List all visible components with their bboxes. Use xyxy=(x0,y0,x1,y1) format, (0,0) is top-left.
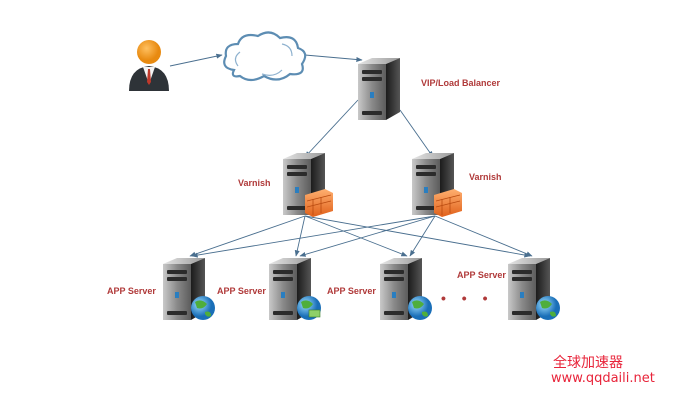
app-server-node-2[interactable] xyxy=(269,258,321,320)
watermark-title: 全球加速器 xyxy=(553,355,623,371)
firewall-icon xyxy=(434,189,462,217)
varnish-node-2[interactable] xyxy=(412,153,462,217)
app-server-node-1[interactable] xyxy=(163,258,215,320)
globe-icon xyxy=(408,296,432,320)
edge-varnish1-app3 xyxy=(304,215,408,257)
globe-icon xyxy=(297,296,321,320)
edge-lb-varnish1 xyxy=(304,99,359,158)
app-server-label-2: APP Server xyxy=(217,286,266,296)
edge-varnish2-app2 xyxy=(299,215,436,257)
app-server-label-3: APP Server xyxy=(327,286,376,296)
watermark-url: www.qqdaili.net xyxy=(551,371,655,386)
firewall-icon xyxy=(305,189,333,217)
ellipsis-more-servers: • • • xyxy=(441,290,494,306)
globe-icon xyxy=(191,296,215,320)
edges xyxy=(169,53,533,258)
load-balancer-label: VIP/Load Balancer xyxy=(421,78,501,88)
load-balancer-node[interactable] xyxy=(358,58,400,120)
edge-varnish1-app1 xyxy=(189,215,306,257)
edge-internet-lb xyxy=(304,54,363,63)
varnish-node-1[interactable] xyxy=(283,153,333,217)
edge-lb-varnish2 xyxy=(399,109,434,158)
edge-varnish2-app4 xyxy=(434,215,533,257)
user-icon xyxy=(129,40,169,91)
edge-varnish1-app2 xyxy=(294,215,306,257)
edge-user-internet xyxy=(169,53,223,67)
edge-varnish2-app1 xyxy=(191,215,436,258)
varnish-label-1: Varnish xyxy=(238,178,271,188)
cloud-icon xyxy=(223,31,307,82)
server-icon xyxy=(358,58,400,120)
edge-varnish1-app4 xyxy=(304,215,531,258)
app-server-node-3[interactable] xyxy=(380,258,432,320)
varnish-label-2: Varnish xyxy=(469,172,502,182)
app-server-label-4: APP Server xyxy=(457,270,506,280)
globe-icon xyxy=(536,296,560,320)
edge-varnish2-app3 xyxy=(409,215,436,257)
app-server-node-4[interactable] xyxy=(508,258,560,320)
app-server-label-1: APP Server xyxy=(107,286,156,296)
